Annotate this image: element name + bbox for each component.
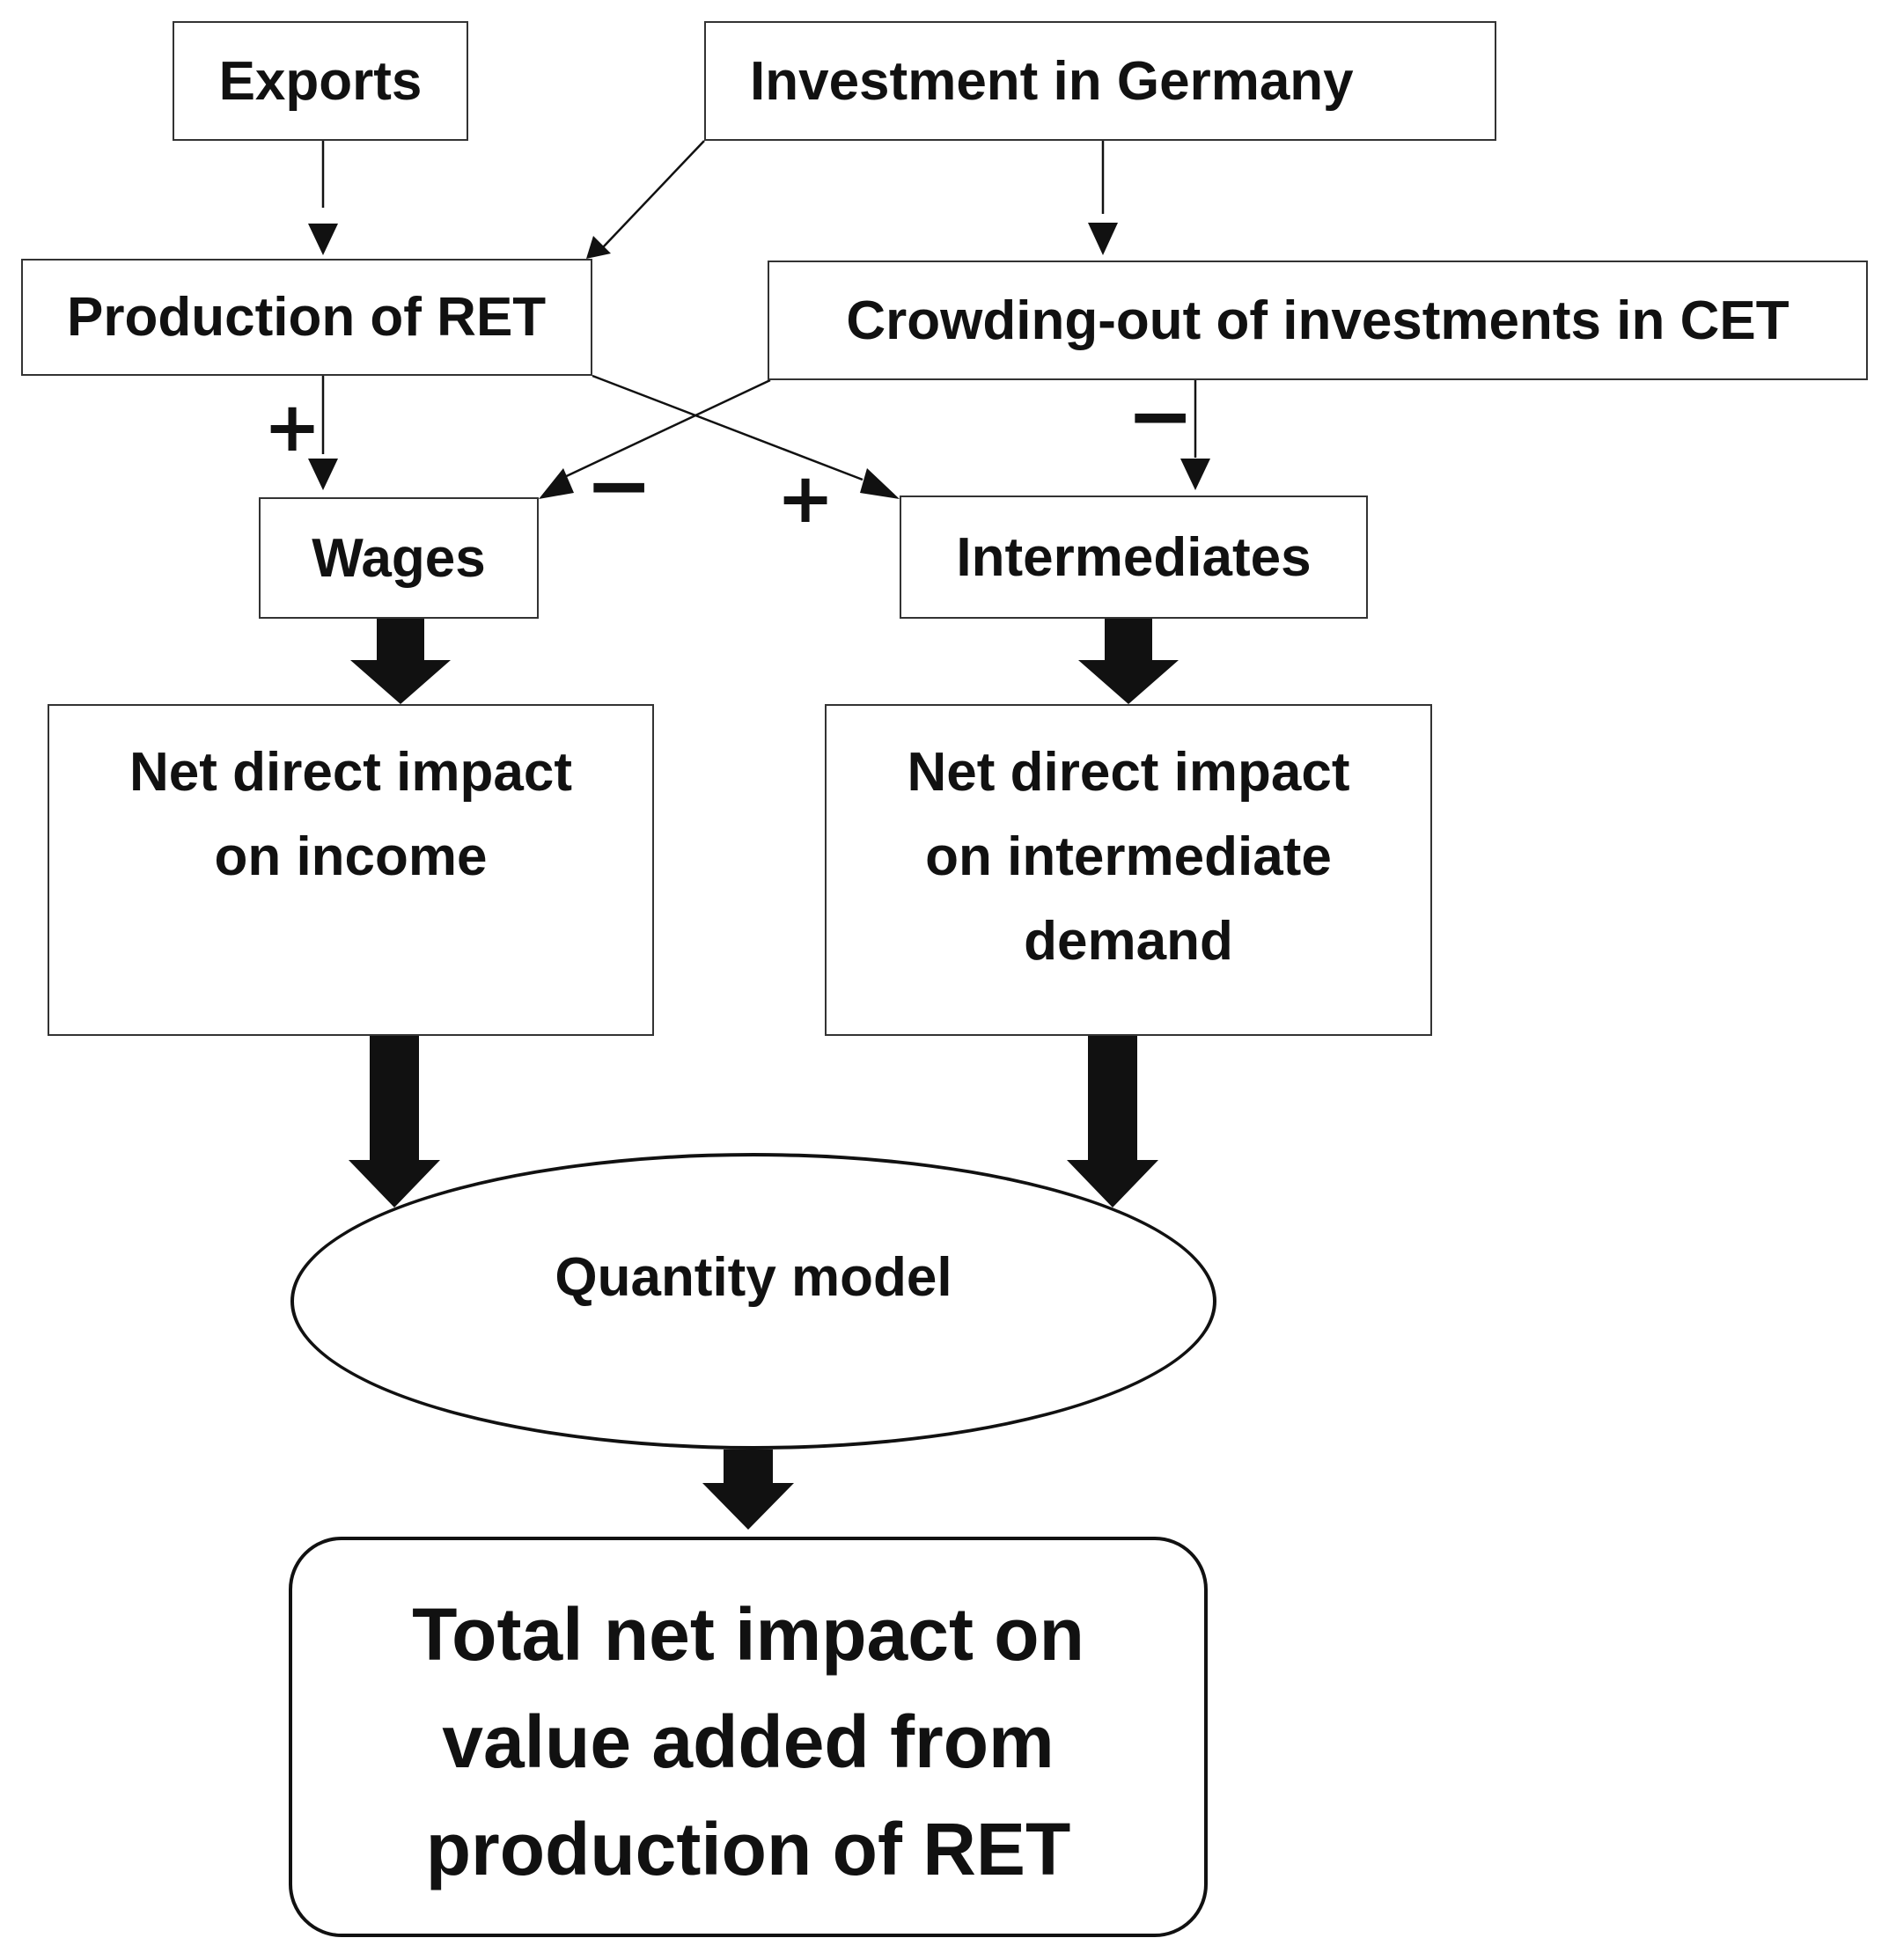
thick-arrow-intermediates-to-demand [1078, 619, 1179, 704]
thick-arrow-model-to-total [702, 1450, 794, 1530]
total-impact-line-2: value added from [442, 1700, 1055, 1783]
total-impact-line-1: Total net impact on [412, 1593, 1084, 1676]
plus-sign-production-intermediates: + [776, 459, 834, 539]
investment-germany-box: Investment in Germany [704, 21, 1496, 141]
total-impact-line-3: production of RET [425, 1808, 1071, 1890]
investment-germany-label: Investment in Germany [750, 50, 1354, 112]
minus-sign-crowding-wages: − [584, 438, 652, 532]
arrowhead-investment-production [586, 236, 611, 259]
arrowhead-crowding-wages [539, 468, 574, 499]
intermediate-impact-line-1: Net direct impact [907, 742, 1350, 803]
intermediate-impact-line-2: on intermediate [925, 826, 1332, 887]
thick-arrow-wages-to-income [350, 619, 451, 704]
quantity-model-label: Quantity model [555, 1247, 952, 1308]
arrowhead-crowding-intermediates [1180, 459, 1210, 490]
production-ret-label: Production of RET [67, 287, 547, 348]
wages-box: Wages [259, 497, 539, 619]
total-net-impact-box: Total net impact on value added from pro… [289, 1537, 1208, 1937]
arrowhead-production-intermediates [860, 468, 900, 499]
wages-label: Wages [312, 527, 486, 589]
intermediates-box: Intermediates [900, 496, 1368, 619]
intermediate-demand-impact-box: Net direct impact on intermediate demand [825, 704, 1432, 1036]
arrow-investment-to-production [602, 140, 705, 248]
income-impact-line-1: Net direct impact [129, 742, 573, 803]
intermediate-impact-line-3: demand [1024, 911, 1233, 972]
income-impact-box: Net direct impact on income [48, 704, 654, 1036]
plus-sign-production-wages: + [263, 388, 320, 467]
intermediates-label: Intermediates [956, 526, 1312, 588]
crowding-out-label: Crowding-out of investments in CET [846, 290, 1789, 351]
arrow-production-to-intermediates [592, 374, 863, 481]
exports-label: Exports [218, 50, 423, 112]
arrow-crowding-to-wages [558, 378, 771, 481]
arrowhead-exports-production [308, 224, 338, 255]
thick-arrow-demand-to-model [1067, 1036, 1158, 1208]
production-ret-box: Production of RET [21, 259, 592, 376]
crowding-out-box: Crowding-out of investments in CET [768, 261, 1868, 380]
minus-sign-crowding-intermediates: − [1126, 369, 1194, 463]
arrowhead-production-wages [308, 459, 338, 490]
thick-arrow-income-to-model [349, 1036, 440, 1208]
quantity-model-ellipse: Quantity model [290, 1153, 1216, 1450]
income-impact-line-2: on income [214, 826, 488, 887]
arrowhead-investment-crowding [1088, 223, 1118, 255]
exports-box: Exports [173, 21, 468, 141]
